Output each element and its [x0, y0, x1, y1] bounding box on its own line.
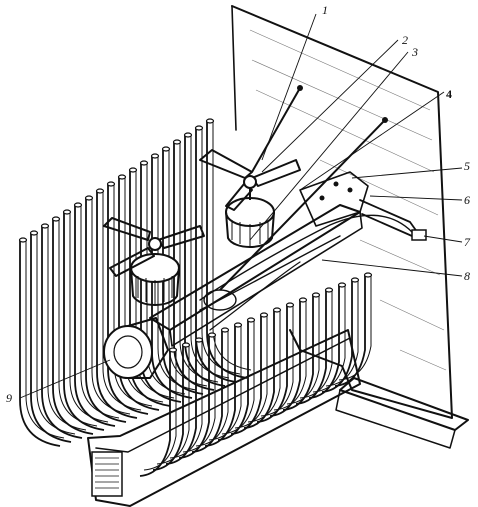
tube-cap [168, 347, 178, 353]
back-tube [74, 205, 116, 427]
front-tube-edge [156, 345, 190, 465]
tube-cap [272, 307, 282, 313]
back-tube-edge [36, 233, 76, 435]
drum-housing [103, 317, 169, 379]
back-tube-edge [91, 198, 131, 415]
front-tube-edge [338, 275, 372, 381]
tube-cap [29, 230, 39, 236]
front-tube-edge [143, 350, 177, 471]
front-tube-edge [182, 335, 216, 453]
back-tube-edge [58, 219, 98, 427]
tube-cap [337, 282, 347, 288]
tube-cap [84, 195, 94, 201]
tube-cap [73, 202, 83, 208]
back-tube-edge [69, 212, 109, 423]
tube-cap [181, 342, 191, 348]
callout-7: 7 [464, 235, 471, 249]
front-tube-edge [260, 305, 294, 417]
tube-cap [128, 167, 138, 173]
wall-bracket [359, 199, 427, 241]
tube-cap [259, 312, 269, 318]
back-tube-edge [168, 149, 208, 387]
tube-cap [150, 153, 160, 159]
antenna-rods [219, 85, 388, 291]
tube-cap [233, 322, 243, 328]
motor-lower [103, 217, 205, 306]
tube-cap [194, 337, 204, 343]
front-tube-edge [234, 315, 268, 429]
front-tube-edge [208, 325, 242, 441]
back-tube [52, 219, 94, 435]
tube-cap [172, 139, 182, 145]
front-tube-bank [139, 272, 373, 477]
back-tube-edge [190, 135, 230, 379]
tube-cap [205, 118, 215, 124]
tube-cap [40, 223, 50, 229]
front-tube-edge [299, 290, 333, 399]
back-tube-edge [47, 226, 87, 431]
back-tube-edge [179, 142, 219, 383]
tube-cap [350, 277, 360, 283]
back-tube [41, 226, 83, 439]
front-tube-edge [169, 340, 203, 459]
back-tube-edge [80, 205, 120, 419]
tube-cap [311, 292, 321, 298]
front-tube-edge [195, 330, 229, 447]
header-manifold [87, 329, 361, 507]
callout-4: 4 [446, 87, 452, 101]
callout-labels: 1 2 3 4 5 6 7 8 9 [6, 3, 471, 405]
front-tube-edge [312, 285, 346, 393]
callout-9: 9 [6, 391, 12, 405]
front-tube-edge [247, 310, 281, 423]
front-tube-edge [221, 320, 255, 435]
tube-cap [117, 174, 127, 180]
back-tube-bank [18, 118, 252, 447]
back-tube [63, 212, 105, 431]
tube-cap [62, 209, 72, 215]
back-tube-edge [25, 240, 65, 439]
tube-cap [194, 125, 204, 131]
front-tube-edge [273, 300, 307, 411]
tube-cap [139, 160, 149, 166]
callout-3: 3 [411, 45, 418, 59]
callout-1: 1 [322, 3, 328, 17]
back-tube [162, 149, 204, 395]
leader-lines [19, 13, 463, 399]
callout-5: 5 [464, 159, 470, 173]
tube-cap [161, 146, 171, 152]
back-tube [19, 240, 61, 447]
tube-cap [220, 327, 230, 333]
back-tube [30, 233, 72, 443]
tube-cap [106, 181, 116, 187]
back-tube [96, 191, 138, 419]
tube-cap [298, 297, 308, 303]
tube-cap [324, 287, 334, 293]
front-tube-edge [325, 280, 359, 387]
back-tube [85, 198, 127, 423]
tube-cap [183, 132, 193, 138]
tube-cap [95, 188, 105, 194]
tube-cap [246, 317, 256, 323]
front-tube-edge [286, 295, 320, 405]
tube-cap [207, 332, 217, 338]
callout-8: 8 [464, 269, 470, 283]
tube-cap [51, 216, 61, 222]
tube-cap [363, 272, 373, 278]
callout-2: 2 [402, 33, 408, 47]
callout-6: 6 [464, 193, 470, 207]
tube-cap [18, 237, 28, 243]
back-tube-edge [157, 156, 197, 391]
back-tube-edge [102, 191, 142, 411]
support-rail [335, 377, 469, 449]
back-tube [184, 135, 226, 387]
tube-cap [285, 302, 295, 308]
back-tube-edge [212, 121, 252, 371]
frame-beam [149, 171, 369, 347]
